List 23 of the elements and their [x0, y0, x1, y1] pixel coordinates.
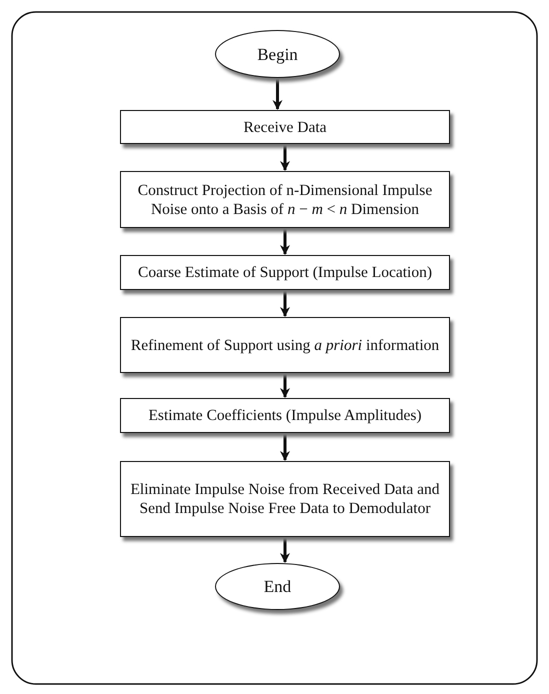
arrow — [280, 374, 290, 398]
process-box — [120, 110, 450, 144]
terminal-label: Begin — [257, 44, 298, 64]
terminal-ellipse — [215, 30, 340, 78]
process-text: Receive Data — [243, 118, 327, 136]
process-box — [120, 317, 450, 373]
process-box — [120, 255, 450, 290]
process-text: Coarse Estimate of Support (Impulse Location) — [138, 263, 432, 282]
process-box — [120, 398, 450, 433]
arrow — [280, 538, 290, 563]
terminal-label: End — [264, 577, 292, 596]
process-box — [120, 461, 450, 537]
process-text: Refinement of Support using a priori information — [130, 336, 440, 354]
arrow — [280, 434, 290, 461]
process-box — [120, 171, 450, 228]
process-text: Construct Projection of n-Dimensional Impulse Noise onto a Basis of n − m < n Dimension — [136, 180, 434, 218]
process-text: Estimate Coefficients (Impulse Amplitudes) — [148, 406, 422, 425]
arrow — [280, 229, 290, 255]
process-text: Eliminate Impulse Noise from Received Data and Send Impulse Noise Free Data to Demodulator — [129, 480, 441, 518]
arrow — [280, 145, 290, 171]
arrow — [280, 291, 290, 317]
terminal-ellipse — [215, 563, 340, 610]
arrow — [272, 79, 282, 110]
